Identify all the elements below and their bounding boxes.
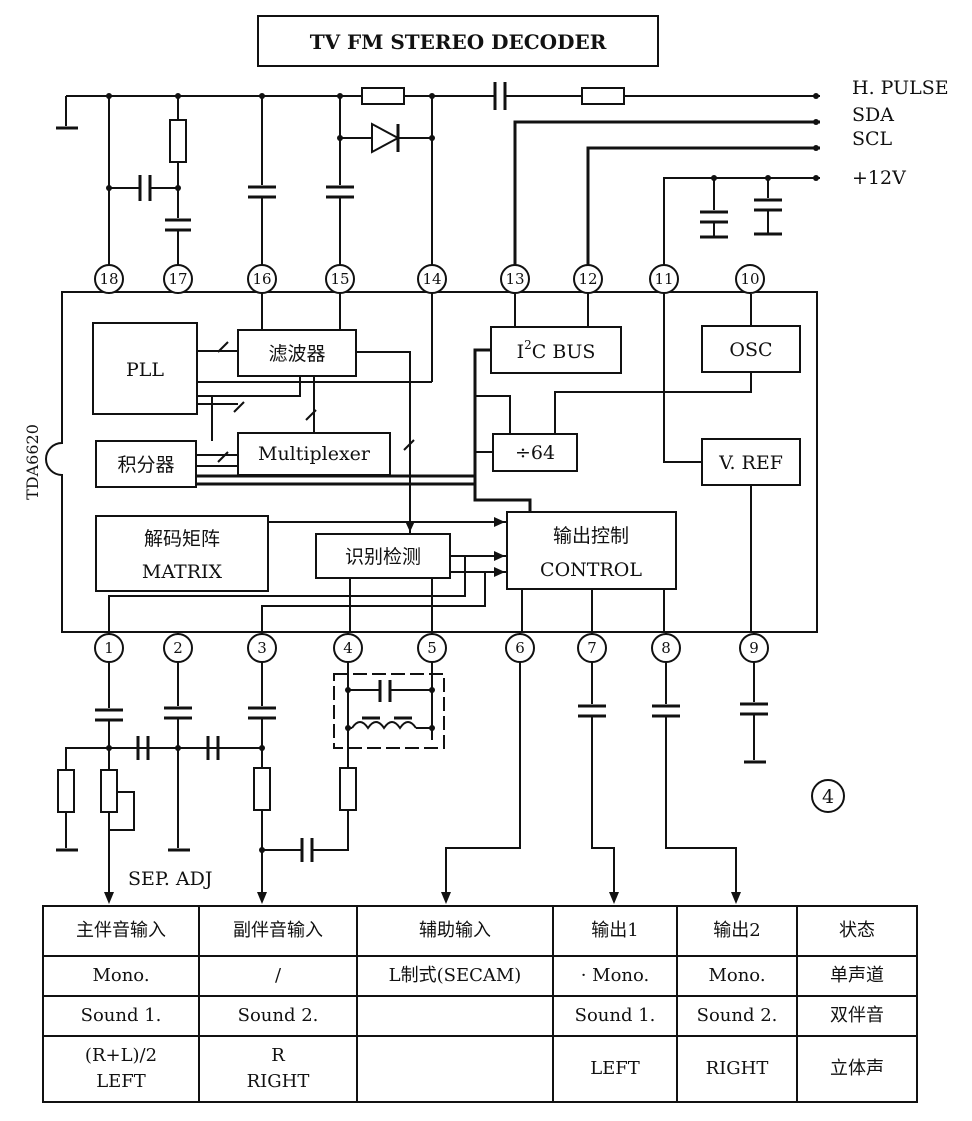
pin-16 [247,264,277,294]
cell-stereo-aux [356,1035,554,1103]
title-box [257,15,659,67]
pin-13 [500,264,530,294]
header-sub-input: 副伴音输入 [198,905,358,957]
header-main-input: 主伴音输入 [42,905,200,957]
cell-dual-state: 双伴音 [796,995,918,1037]
pin-12 [573,264,603,294]
cell-mono-sub: / [198,955,358,997]
pin-7-label: 7 [587,639,597,657]
cell-dual-out1: Sound 1. [552,995,678,1037]
figure-number: 4 [822,786,834,808]
cell-stereo-out2: RIGHT [676,1035,798,1103]
header-state: 状态 [796,905,918,957]
pin-17-label: 17 [168,270,187,288]
figure-number-circle [811,779,845,813]
cell-stereo-state: 立体声 [796,1035,918,1103]
tank-enclosure [333,673,445,749]
vref-label: V. REF [718,452,783,474]
i2c-label: I2C BUS [517,338,596,363]
osc-label: OSC [729,339,772,361]
pin-11 [649,264,679,294]
cell-stereo-out1: LEFT [552,1035,678,1103]
divider-label: ÷64 [515,442,555,464]
cell-dual-main: Sound 1. [42,995,200,1037]
pin-8-label: 8 [661,639,671,657]
matrix-cn-label: 解码矩阵 [144,528,220,550]
cell-dual-out2: Sound 2. [676,995,798,1037]
integrator-label: 积分器 [117,454,174,476]
cell-dual-aux [356,995,554,1037]
pin-3-label: 3 [257,639,267,657]
header-aux-input: 辅助输入 [356,905,554,957]
filter-label: 滤波器 [268,343,325,365]
chip-name: TDA6620 [23,424,42,500]
block-pll [92,322,198,415]
pin-13-label: 13 [505,270,524,288]
pin-14 [417,264,447,294]
pin-17 [163,264,193,294]
pin-4-label: 4 [343,639,353,657]
block-matrix [95,515,269,592]
control-en-label: CONTROL [540,559,642,581]
pin-5-label: 5 [427,639,437,657]
header-output-2: 输出2 [676,905,798,957]
title: TV FM STEREO DECODER [310,30,607,54]
resistor-hpulse [581,87,625,105]
multiplexer-label: Multiplexer [258,443,371,465]
pin-2-label: 2 [173,639,183,657]
pll-label: PLL [126,359,164,381]
pin-10-label: 10 [740,270,759,288]
cell-mono-main: Mono. [42,955,200,997]
scl-label: SCL [852,128,893,150]
detect-label: 识别检测 [345,546,421,568]
h-pulse-label: H. PULSE [852,77,949,99]
pin-12-label: 12 [578,270,597,288]
chip-body [45,291,818,633]
cell-mono-out2: Mono. [676,955,798,997]
pin-6-label: 6 [515,639,525,657]
cell-mono-out1: · Mono. [552,955,678,997]
sda-label: SDA [852,104,894,126]
pin-15 [325,264,355,294]
pin-10 [735,264,765,294]
pin-18-label: 18 [99,270,118,288]
sep-adj-label: SEP. ADJ [128,868,212,890]
pin-14-label: 14 [422,270,441,288]
resistor-top [361,87,405,105]
cell-mono-aux: L制式(SECAM) [356,955,554,997]
supply-label: +12V [852,167,906,189]
pin-16-label: 16 [252,270,271,288]
pin-1-label: 1 [104,639,114,657]
pin-11-label: 11 [654,270,673,288]
block-integrator [95,440,197,488]
control-cn-label: 输出控制 [553,525,629,547]
pin-18 [94,264,124,294]
state-table: 主伴音输入 副伴音输入 辅助输入 输出1 输出2 状态 Mono. / L制式(… [42,905,918,1103]
header-output-1: 输出1 [552,905,678,957]
matrix-en-label: MATRIX [142,561,223,583]
sep-adj-potentiometer [100,769,118,813]
pin-15-label: 15 [330,270,349,288]
cell-dual-sub: Sound 2. [198,995,358,1037]
pin-9-label: 9 [749,639,759,657]
cell-mono-state: 单声道 [796,955,918,997]
